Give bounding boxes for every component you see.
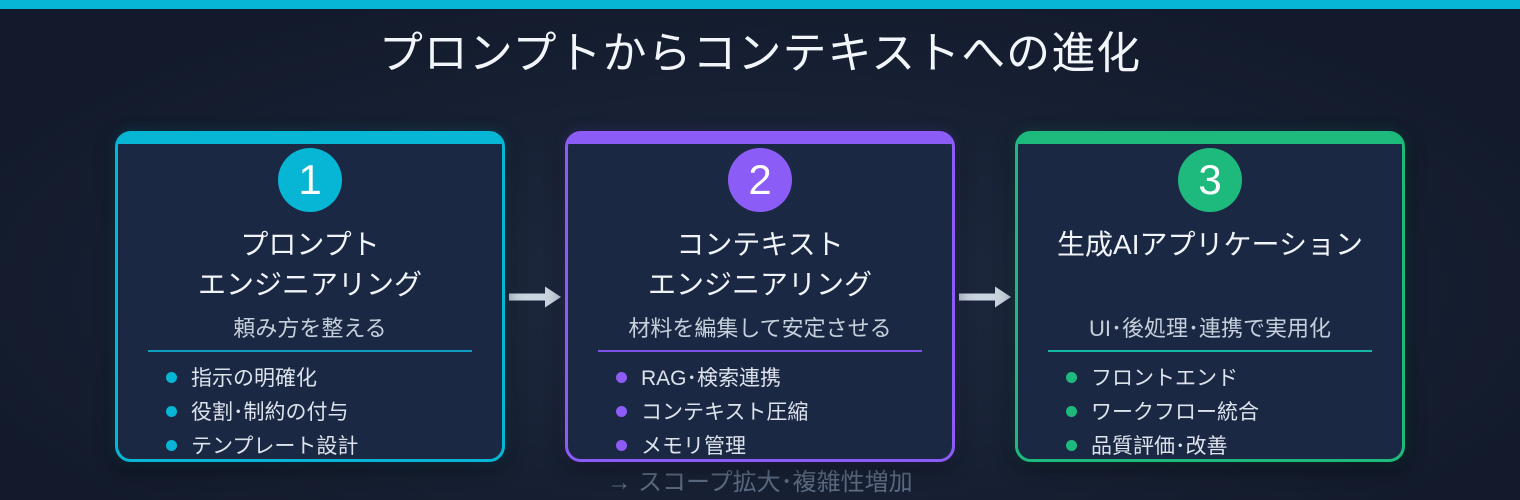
bullet-dot-icon [1066, 439, 1077, 451]
card-title: プロンプト エンジニアリング [118, 225, 502, 309]
bullet-label: 役割･制約の付与 [191, 401, 349, 424]
card-subtitle: 頼み方を整える [233, 316, 387, 341]
card-accent-strip [118, 134, 502, 144]
step-card-prompt-engineering: 1 プロンプト エンジニアリング 頼み方を整える 指示の明確化 役割･制約の付与… [115, 131, 505, 462]
bullet-dot-icon [1066, 405, 1077, 417]
card-divider [148, 350, 472, 352]
card-accent-strip [1018, 134, 1402, 144]
bullet-label: フロントエンド [1091, 367, 1238, 390]
step-number-badge: 3 [1178, 148, 1242, 212]
page-title: プロンプトからコンテキストへの進化 [378, 29, 1142, 78]
top-accent-bar [0, 0, 1520, 9]
card-title: コンテキスト エンジニアリング [568, 225, 952, 309]
step-card-genai-application: 3 生成AIアプリケーション UI･後処理･連携で実用化 フロントエンド ワーク… [1015, 131, 1405, 462]
bullet-item: コンテキスト圧縮 [616, 394, 938, 428]
flow-arrow [505, 131, 565, 462]
bullet-item: フロントエンド [1066, 360, 1388, 394]
bullet-label: メモリ管理 [641, 435, 746, 458]
card-accent-strip [568, 134, 952, 144]
bullet-item: 指示の明確化 [166, 360, 488, 394]
bullet-dot-icon [166, 405, 177, 417]
bullet-dot-icon [166, 439, 177, 451]
step-number-badge: 2 [728, 148, 792, 212]
bullet-item: ワークフロー統合 [1066, 394, 1388, 428]
card-title-line1: プロンプト [240, 229, 380, 260]
bullet-item: テンプレート設計 [166, 428, 488, 462]
arrow-right-icon [959, 286, 1011, 307]
bullet-dot-icon [1066, 371, 1077, 383]
evolution-caption: → スコープ拡大･複雑性増加 [607, 469, 913, 496]
arrow-right-icon [509, 286, 561, 307]
bullet-dot-icon [616, 371, 627, 383]
bullet-dot-icon [616, 405, 627, 417]
bullet-label: テンプレート設計 [191, 435, 359, 458]
bullet-dot-icon [166, 371, 177, 383]
bullet-item: メモリ管理 [616, 428, 938, 462]
card-title-line2: エンジニアリング [197, 269, 422, 300]
card-title-line1: 生成AIアプリケーション [1057, 229, 1363, 260]
bullet-dot-icon [616, 439, 627, 451]
card-bullet-list: RAG･検索連携 コンテキスト圧縮 メモリ管理 [568, 360, 952, 462]
flow-arrow [955, 131, 1015, 462]
steps-row: 1 プロンプト エンジニアリング 頼み方を整える 指示の明確化 役割･制約の付与… [0, 131, 1520, 462]
card-bullet-list: フロントエンド ワークフロー統合 品質評価･改善 [1018, 360, 1402, 462]
bullet-label: コンテキスト圧縮 [641, 401, 809, 424]
bullet-item: 品質評価･改善 [1066, 428, 1388, 462]
card-title: 生成AIアプリケーション [1018, 225, 1402, 309]
bullet-label: 品質評価･改善 [1091, 435, 1228, 458]
step-number-badge: 1 [278, 148, 342, 212]
card-title-line1: コンテキスト [676, 229, 844, 260]
bullet-label: RAG･検索連携 [641, 367, 782, 390]
bullet-item: 役割･制約の付与 [166, 394, 488, 428]
card-subtitle: UI･後処理･連携で実用化 [1088, 316, 1331, 341]
bullet-label: 指示の明確化 [191, 367, 317, 390]
card-divider [1048, 350, 1372, 352]
card-title-line2: エンジニアリング [647, 269, 872, 300]
bullet-item: RAG･検索連携 [616, 360, 938, 394]
card-subtitle: 材料を編集して安定させる [628, 316, 892, 341]
card-divider [598, 350, 922, 352]
card-bullet-list: 指示の明確化 役割･制約の付与 テンプレート設計 [118, 360, 502, 462]
bullet-label: ワークフロー統合 [1091, 401, 1259, 424]
step-card-context-engineering: 2 コンテキスト エンジニアリング 材料を編集して安定させる RAG･検索連携 … [565, 131, 955, 462]
